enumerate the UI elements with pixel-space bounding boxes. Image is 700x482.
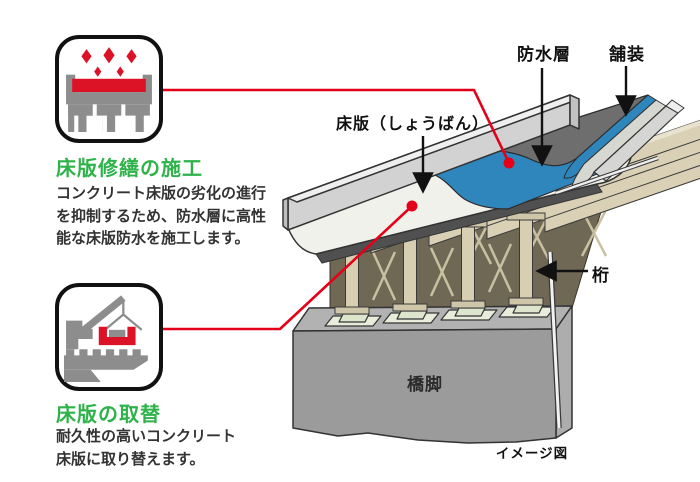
girder-front-faces [332,212,546,315]
label-arrows [412,66,637,282]
replace-description: 耐久性の高いコンクリート 床版に取り替えます。 [56,426,236,471]
repair-leader-dot [503,157,515,169]
label-deck-slab: 床版（しょうばん） [336,116,490,133]
drain-pipe-horizontal [555,155,659,196]
label-pier: 橋脚 [407,375,443,394]
cross-bracing-near [371,243,513,301]
diagram-caption: イメージ図 [495,446,569,461]
crane-icon-art [64,295,148,382]
replace-leader-dot [406,200,418,212]
far-parapet-top [665,99,685,114]
deck-replacement-crane-icon [55,283,163,391]
crane-shape [66,295,143,350]
waterproofing-icon-art [66,47,152,132]
repair-title: 床版修繕の施工 [56,158,203,180]
replace-leader-line [160,205,413,331]
repair-description-line: を抑制するため、防水層に高性 [56,207,267,225]
replace-description-line: 床版に取り替えます。 [56,450,205,468]
label-pavement: 舗装 [609,45,645,64]
lifted-deck-slab-shape [98,326,136,346]
repair-description: コンクリート床版の劣化の進行 を抑制するため、防水層に高性 能な床版防水を施工し… [56,183,266,251]
repair-description-line: コンクリート床版の劣化の進行 [56,185,267,202]
repair-leader-line [160,88,511,164]
parapet-right-end [569,94,580,130]
waterproof-coat-shape [72,78,146,93]
label-girder: 桁 [592,266,610,285]
deck-repair-waterproofing-icon [55,35,163,143]
near-parapet-wall [282,94,580,231]
label-waterproof-layer: 防水層 [517,45,571,64]
parapet-left-end [282,197,289,231]
replace-description-line: 耐久性の高いコンクリート [56,428,237,445]
bearings [324,304,556,327]
red-connectors [160,88,515,331]
replace-title: 床版の取替 [56,404,161,426]
old-deck-shape [64,349,148,382]
sparkle-icons [81,47,137,77]
bridge-deck-shape [66,74,152,132]
repair-description-line: 能な床版防水を施工します。 [56,230,250,247]
